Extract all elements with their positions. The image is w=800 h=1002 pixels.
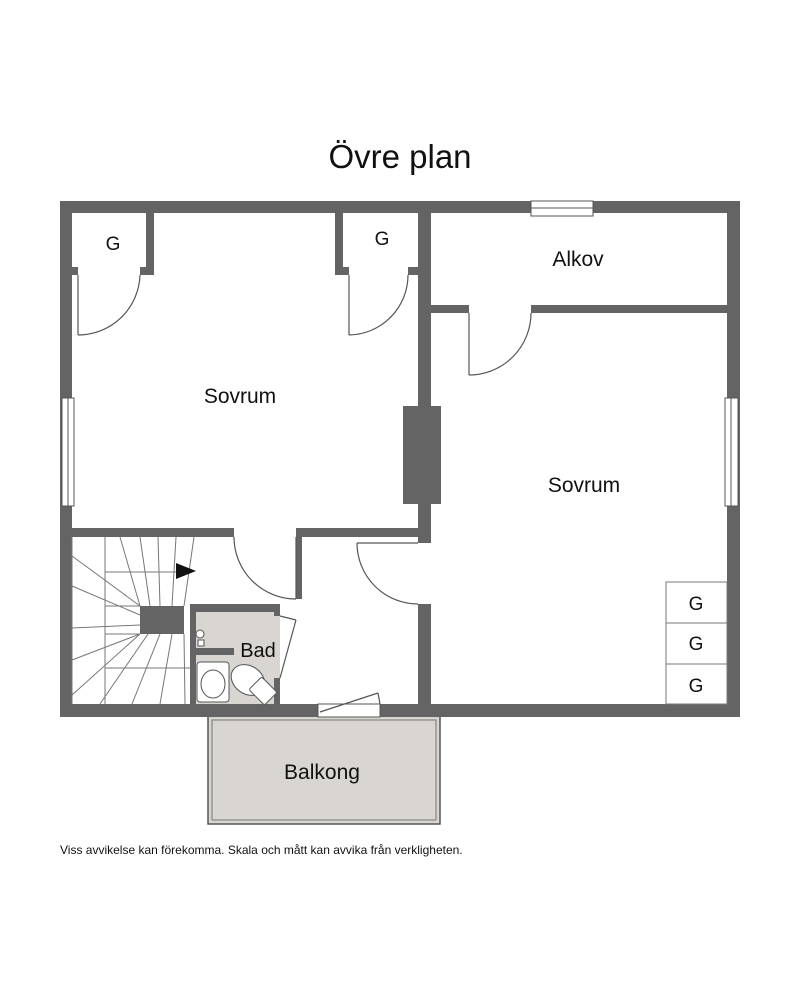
walls: [60, 201, 740, 717]
room-label-alcove: Alkov: [552, 248, 604, 271]
bathroom-fixtures: [195, 629, 277, 705]
wardrobe-label-2: G: [689, 634, 704, 655]
windows: [61, 200, 739, 718]
room-label-bedroom-1: Sovrum: [204, 385, 276, 408]
wardrobes: [665, 581, 728, 705]
wardrobe-label-3: G: [689, 676, 704, 697]
doors: [77, 274, 532, 713]
stair-direction-arrow-icon: [176, 563, 196, 579]
room-label-bathroom: Bad: [240, 640, 276, 662]
room-label-closet-2: G: [375, 229, 390, 250]
plan-title: Övre plan: [328, 138, 472, 175]
wardrobe-label-1: G: [689, 594, 704, 615]
balcony: [207, 715, 441, 825]
disclaimer-text: Viss avvikelse kan förekomma. Skala och …: [60, 843, 463, 857]
room-label-bedroom-2: Sovrum: [548, 474, 620, 497]
room-label-closet-1: G: [106, 234, 121, 255]
room-label-balcony: Balkong: [284, 761, 360, 784]
